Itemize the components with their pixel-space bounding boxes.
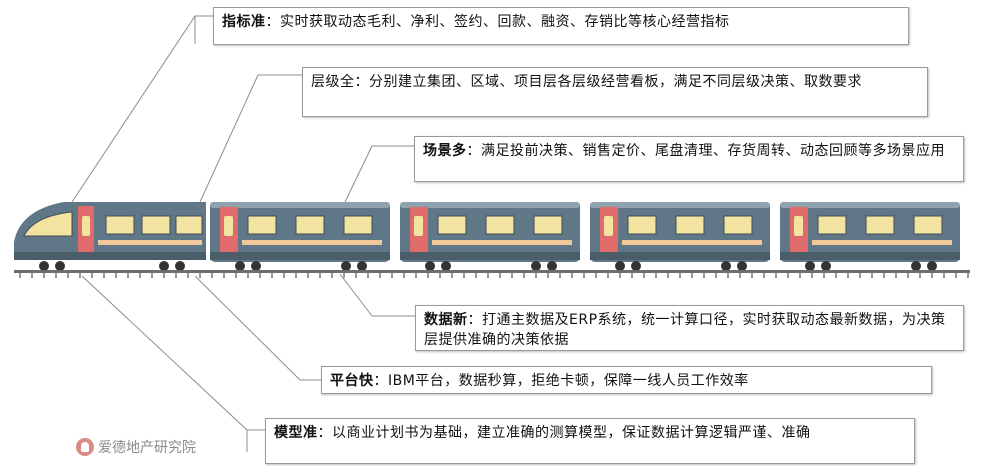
watermark: 爱德地产研究院 [76, 437, 196, 457]
watermark-text: 爱德地产研究院 [98, 440, 196, 456]
train-car-3 [589, 201, 771, 272]
callout-text: ：分别建立集团、区域、项目层各层级经营看板，满足不同层级决策、取数要求 [354, 74, 862, 90]
callout-title: 数据新 [424, 312, 468, 328]
train-car-2 [399, 201, 581, 272]
callout-text: ：以商业计划书为基础，建立准确的测算模型，保证数据计算逻辑严谨、准确 [317, 425, 811, 441]
rail-track [14, 270, 970, 278]
watermark-logo-icon [76, 438, 94, 456]
callout-indicator-accuracy: 指标准：实时获取动态毛利、净利、签约、回款、融资、存销比等核心经营指标 [213, 7, 909, 45]
callout-scenario-variety: 场景多：满足投前决策、销售定价、尾盘清理、存货周转、动态回顾等多场景应用 [414, 136, 964, 182]
callout-title: 层级全 [311, 74, 355, 90]
callout-data-freshness: 数据新：打通主数据及ERP系统，统一计算口径，实时获取动态最新数据，为决策层提供… [415, 305, 964, 351]
callout-text: ：实时获取动态毛利、净利、签约、回款、融资、存销比等核心经营指标 [265, 14, 730, 30]
connector-line-4-diag [339, 273, 373, 317]
locomotive [14, 202, 206, 271]
connector-line-5-diag [194, 275, 301, 381]
connector-line-6-diag [81, 275, 248, 431]
callout-title: 场景多 [423, 143, 467, 159]
callout-text: ：打通主数据及ERP系统，统一计算口径，实时获取动态最新数据，为决策层提供准确的… [424, 312, 946, 348]
callout-title: 指标准 [222, 14, 266, 30]
callout-title: 平台快 [330, 373, 374, 389]
callout-platform-speed: 平台快：IBM平台，数据秒算，拒绝卡顿，保障一线人员工作效率 [321, 366, 932, 394]
callout-title: 模型准 [274, 425, 318, 441]
connector-line-2-diag [199, 74, 259, 203]
train-car-1 [209, 201, 391, 272]
connector-line-3-diag [344, 145, 373, 203]
train-car-4 [779, 201, 961, 272]
connector-line-1-diag [71, 15, 196, 203]
callout-text: ：满足投前决策、销售定价、尾盘清理、存货周转、动态回顾等多场景应用 [466, 143, 945, 159]
callout-model-accuracy: 模型准：以商业计划书为基础，建立准确的测算模型，保证数据计算逻辑严谨、准确 [265, 418, 915, 464]
callout-level-coverage: 层级全：分别建立集团、区域、项目层各层级经营看板，满足不同层级决策、取数要求 [302, 67, 928, 117]
callout-text: ：IBM平台，数据秒算，拒绝卡顿，保障一线人员工作效率 [373, 373, 749, 389]
